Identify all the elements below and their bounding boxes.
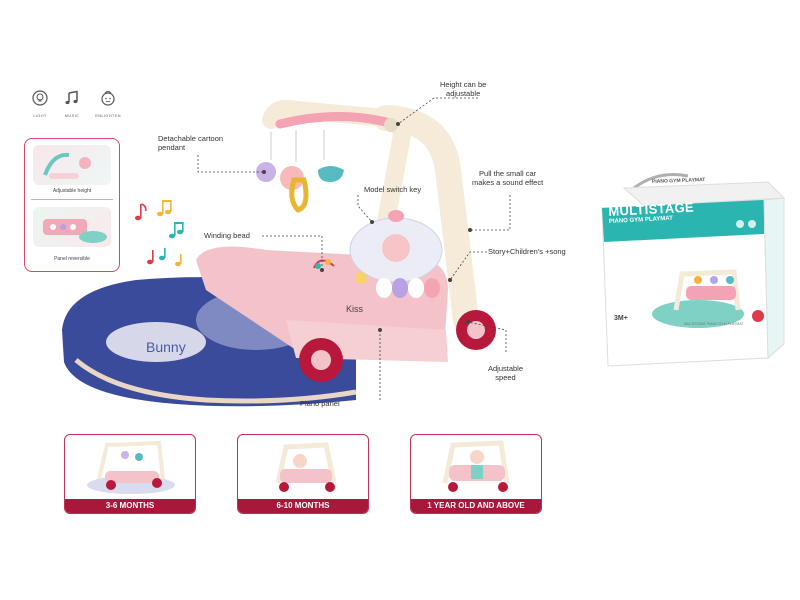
callout-dot [468,228,472,232]
stage-label: 3-6 MONTHS [65,499,195,513]
callout-mode: Model switch key [364,185,422,194]
box-small-text: MULTISTAGE PIANO GYM PLAYMAT [684,322,744,326]
music-note-icon [65,90,78,105]
baby-face-icon [101,91,115,106]
music-notes-decoration [135,200,184,267]
callout-dot [320,268,324,272]
box-title: MULTISTAGE PIANO GYM PLAYMAT [608,200,695,225]
callout-car: Pull the small car makes a sound effect [472,169,544,187]
panel-reversible-image [33,207,111,247]
mat-label: Bunny [146,339,186,355]
callout-height: Height can be adjustable [440,80,487,98]
callout-dot [378,328,382,332]
stage-card-3-6: 3-6 MONTHS [64,434,196,514]
stage-image [442,440,510,492]
callout-dot [448,278,452,282]
stage-image [275,442,337,492]
panel-label: Kiss [346,304,364,314]
cartoon-pendants [256,130,344,213]
speed-wheels [299,310,496,382]
feature-music: MUSIC [52,90,92,118]
feature-label: MUSIC [64,113,80,118]
feature-label: LIGHT [33,113,47,118]
stage-card-6-10: 6-10 MONTHS [237,434,369,514]
configuration-card: Adjustable height Panel reversible [24,138,120,272]
callout-dot [262,170,266,174]
callout-speed: Adjustable speed [488,364,524,382]
stage-image [87,440,175,494]
callout-dot [370,220,374,224]
divider [31,199,113,200]
stage-label: 1 YEAR OLD AND ABOVE [411,499,541,513]
product-box [601,173,786,367]
product-illustration: Bunny Kiss [62,100,496,407]
stage-label: 6-10 MONTHS [238,499,368,513]
callout-story: Story+Children's +song [488,247,566,256]
bulb-icon [32,90,48,106]
callout-piano: Piano panel [300,399,340,408]
feature-label: ENLIGHTEN [95,113,121,118]
caption-panel-reversible: Panel reversible [54,256,90,262]
callout-dot [396,122,400,126]
mode-switch-key [355,272,367,284]
feature-enlighten: ENLIGHTEN [88,90,128,118]
box-age: 3M+ [614,315,628,322]
caption-adjustable-height: Adjustable height [52,188,92,194]
adjustable-height-image [33,145,111,185]
feature-light: LIGHT [20,90,60,118]
piano-keys [376,278,440,298]
callout-dot [466,320,470,324]
stage-card-1-year: 1 YEAR OLD AND ABOVE [410,434,542,514]
callout-bead: Winding bead [204,231,250,240]
callout-pendant: Detachable cartoon pendant [158,134,224,152]
